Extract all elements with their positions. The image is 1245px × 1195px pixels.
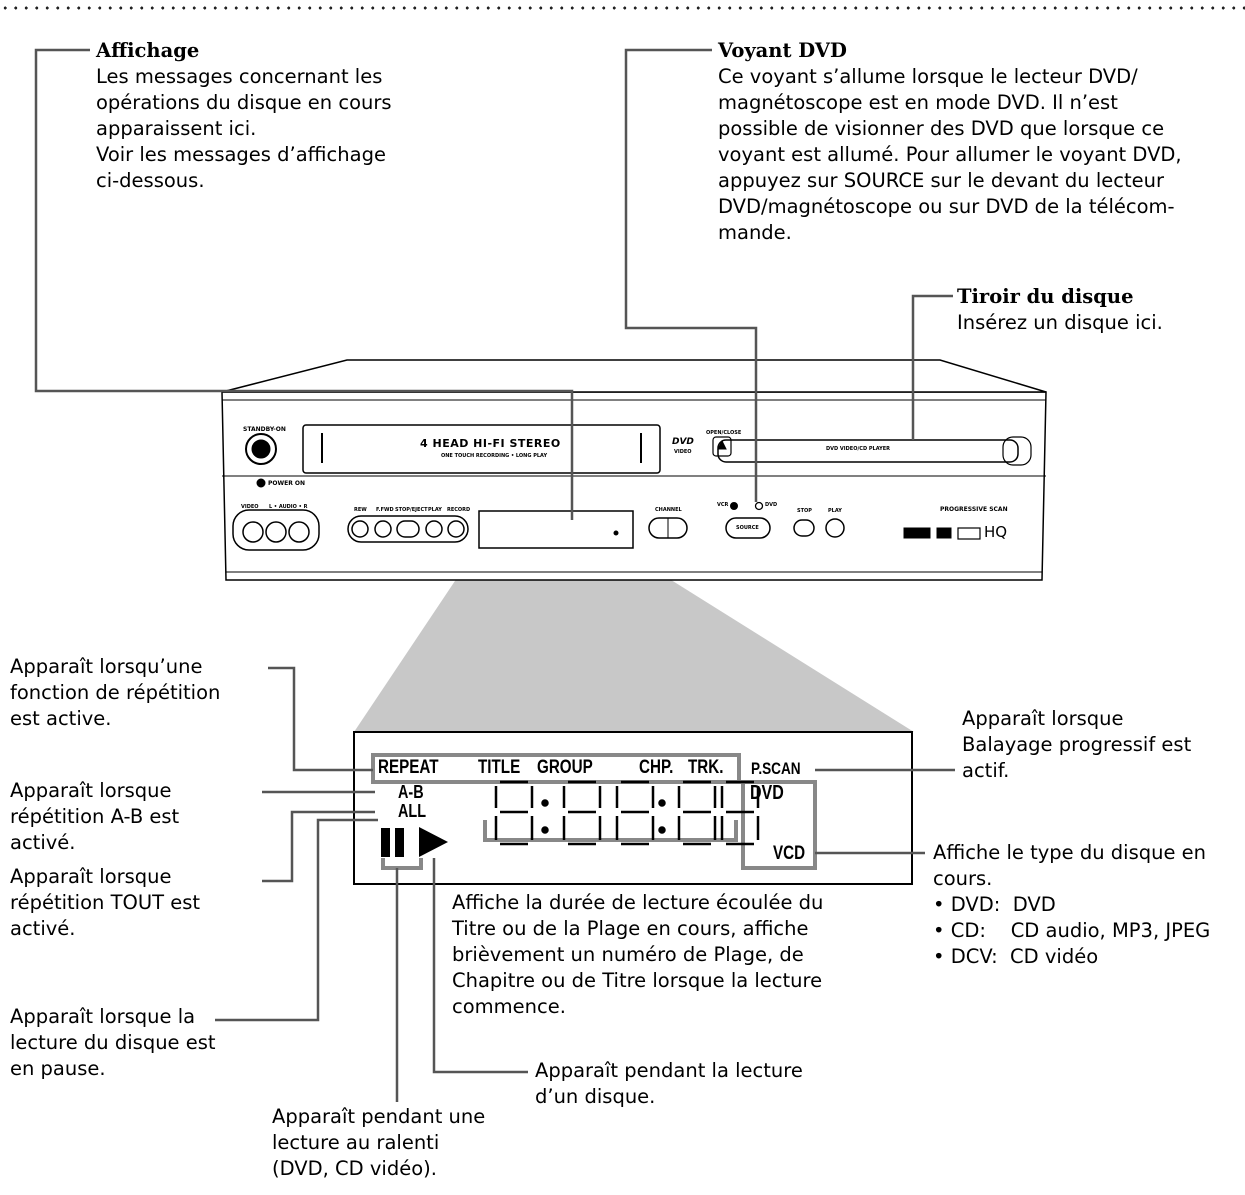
dvd-indicator-callout: Voyant DVD Ce voyant s’allume lorsque le… [718,39,1182,244]
channel-label: CHANNEL [655,507,682,513]
disc-type-item-dcv: • DCV: CD vidéo [933,945,1099,968]
stop-eject-label: STOP/EJECT [395,507,428,513]
progressive-scan-label: PROGRESSIVE SCAN [940,506,1008,513]
vcr-indicator [730,502,738,510]
power-on-label: POWER ON [268,480,306,487]
video-label: VIDEO [241,504,259,510]
vcr-cassette-door [302,424,661,474]
lcd-chp: CHP. [639,757,674,778]
slow-callout: Apparaît pendant une lecture au ralenti … [272,1105,486,1180]
stop-label: STOP [797,508,812,514]
rew-label: REW [354,507,367,513]
lcd-panel [353,731,913,885]
lcd-play-icon [419,827,448,857]
standby-button[interactable] [245,433,277,465]
dvd-stop-button[interactable] [793,519,815,537]
vcr-sub: ONE TOUCH RECORDING • LONG PLAY [441,453,548,459]
video-jack [242,521,264,543]
source-label: SOURCE [736,525,759,531]
lcd-pause-icon [381,828,390,857]
lcd-time-bracket [483,820,738,842]
standby-label: STANDBY-ON [243,426,286,433]
open-close-button[interactable] [712,436,732,457]
vcr-brand: 4 HEAD HI-FI STEREO [420,437,561,450]
play2-label: PLAY [828,508,842,514]
dvd-logo: DVD [672,437,694,447]
vcr-label: VCR [717,502,729,508]
lcd-trk: TRK. [688,757,724,778]
lcd-ab: A-B [398,782,424,802]
audio-r-jack [288,521,310,543]
ffwd-label: F.FWD [376,507,394,513]
disc-type-callout: Affiche le type du disque en cours. • DV… [933,841,1211,968]
top-dotted-rule [0,6,1245,10]
vcr-play-button[interactable] [425,520,443,538]
play-callout: Apparaît pendant la lecture d’un disque. [535,1059,803,1108]
open-close-label: OPEN/CLOSE [706,430,742,436]
lcd-repeat: REPEAT [378,757,439,778]
audio-label: L • AUDIO • R [269,504,308,510]
power-on-led [256,478,266,488]
pause-callout: Apparaît lorsque la lecture du disque es… [10,1005,216,1080]
all-callout: Apparaît lorsque répétition TOUT est act… [10,865,201,940]
lcd-pscan: P.SCAN [751,759,801,778]
display-callout: Affichage Les messages concernant les op… [96,39,392,192]
stop-eject-button[interactable] [396,520,420,538]
audio-l-jack [265,521,287,543]
rew-button[interactable] [351,520,369,538]
leader-lines [34,48,955,1102]
display-zoom-wedge [354,548,914,732]
dvd-play-button[interactable] [825,518,845,538]
dvd-indicator-callout-title: Voyant DVD [718,39,847,62]
display-callout-title: Affichage [96,39,200,62]
ab-callout: Apparaît lorsque répétition A-B est acti… [10,779,180,854]
pscan-callout: Apparaît lorsque Balayage progressif est… [962,707,1192,782]
disc-tray[interactable] [717,439,1019,463]
disc-tray-callout-title: Tiroir du disque [957,285,1134,308]
play-label: PLAY [428,507,442,513]
lcd-title: TITLE [478,757,521,778]
lcd-vcd: VCD [773,843,806,864]
time-callout: Affiche la durée de lecture écoulée du T… [452,891,824,1018]
repeat-callout: Apparaît lorsqu’une fonction de répétiti… [10,655,221,730]
lcd-disc-type-bracket [741,780,817,870]
disc-tray-callout: Tiroir du disque Insérez un disque ici. [957,285,1163,334]
ffwd-button[interactable] [374,520,392,538]
front-display-window [478,510,634,549]
lcd-all: ALL [398,801,426,821]
source-button[interactable] [725,517,771,539]
hq-logo: HQ [984,523,1008,541]
dvd-logo-sub: VIDEO [674,449,692,455]
disc-type-item-cd: • CD: CD audio, MP3, JPEG [933,919,1211,942]
disc-type-item-dvd: • DVD: DVD [933,893,1056,916]
lcd-group: GROUP [537,757,593,778]
av-inputs [232,509,320,551]
record-button[interactable] [447,520,465,538]
dvd-indicator [754,501,764,511]
dvd-vcr-device [221,359,1047,581]
tray-label: DVD VIDEO/CD PLAYER [826,446,890,452]
lcd-header-bracket [371,753,741,784]
dvd-label: DVD [765,502,778,508]
lcd-time-digits [494,780,760,846]
lcd-dvd: DVD [750,782,784,804]
record-label: RECORD [447,507,471,513]
